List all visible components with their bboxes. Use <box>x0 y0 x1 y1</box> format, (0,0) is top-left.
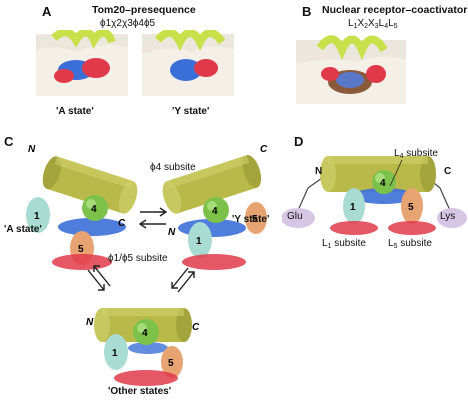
d-n-label: N <box>315 166 323 177</box>
a-state-structure-image <box>36 30 128 96</box>
d-number-5: 5 <box>408 202 414 213</box>
c-y-number-1: 1 <box>196 236 202 247</box>
panel-d-letter: D <box>294 134 304 149</box>
d-lys-label: Lys <box>440 211 456 222</box>
c-other-number-1: 1 <box>112 348 118 359</box>
y-state-structure-image <box>142 30 234 96</box>
d-l5-subsite-label: L5 subsite <box>388 238 432 250</box>
svg-text:N: N <box>86 317 94 328</box>
panel-c-letter: C <box>4 134 14 149</box>
c-phi15-subsite-label: ϕ1/ϕ5 subsite <box>108 253 168 264</box>
svg-text:C: C <box>260 144 268 155</box>
c-a-number-4: 4 <box>91 204 97 215</box>
c-other-number-5: 5 <box>168 358 174 369</box>
d-c-label: C <box>444 166 452 177</box>
c-y-state-label: 'Y state' <box>232 214 270 225</box>
svg-text:N: N <box>168 227 176 238</box>
panel-a-letter: A <box>42 4 52 19</box>
c-other-states-label: 'Other states' <box>108 386 172 397</box>
panel-b-structure-image <box>296 35 406 104</box>
c-other-states-model: N C 1 4 5 <box>86 308 200 386</box>
c-y-state-model: C N 5 1 4 <box>162 144 268 270</box>
c-a-state-label: 'A state' <box>4 224 42 235</box>
d-number-4: 4 <box>380 178 386 189</box>
c-other-number-4: 4 <box>142 328 148 339</box>
panel-b-motif: L1X2X3L4L5 <box>348 18 398 30</box>
svg-text:C: C <box>118 218 126 229</box>
panel-a-structures <box>36 30 234 96</box>
panel-c-diagram: N C 1 4 5 C N 5 <box>26 144 268 386</box>
panel-a-a-state-label: 'A state' <box>56 106 94 117</box>
panel-b-letter: B <box>302 4 312 19</box>
c-a-state-model: N C 1 4 5 <box>26 144 138 270</box>
c-y-number-4: 4 <box>212 206 218 217</box>
c-a-number-1: 1 <box>34 211 40 222</box>
svg-text:N: N <box>28 144 36 155</box>
c-a-number-5: 5 <box>78 244 84 255</box>
panel-d-diagram: 4 1 5 <box>282 156 467 235</box>
d-l4-subsite-label: L4 subsite <box>394 148 438 160</box>
c-y-number-5: 5 <box>252 214 258 225</box>
d-glu-label: Glu <box>287 211 303 222</box>
panel-b-title: Nuclear receptor–coactivator <box>322 4 468 16</box>
c-phi4-subsite-label: ϕ4 subsite <box>150 162 196 173</box>
d-l1-subsite-label: L1 subsite <box>322 238 366 250</box>
svg-text:C: C <box>192 322 200 333</box>
panel-a-y-state-label: 'Y state' <box>172 106 210 117</box>
panel-a-title: Tom20–presequence <box>92 4 196 16</box>
panel-a-motif: ϕ1χ2χ3ϕ4ϕ5 <box>100 18 156 29</box>
d-number-1: 1 <box>350 202 356 213</box>
